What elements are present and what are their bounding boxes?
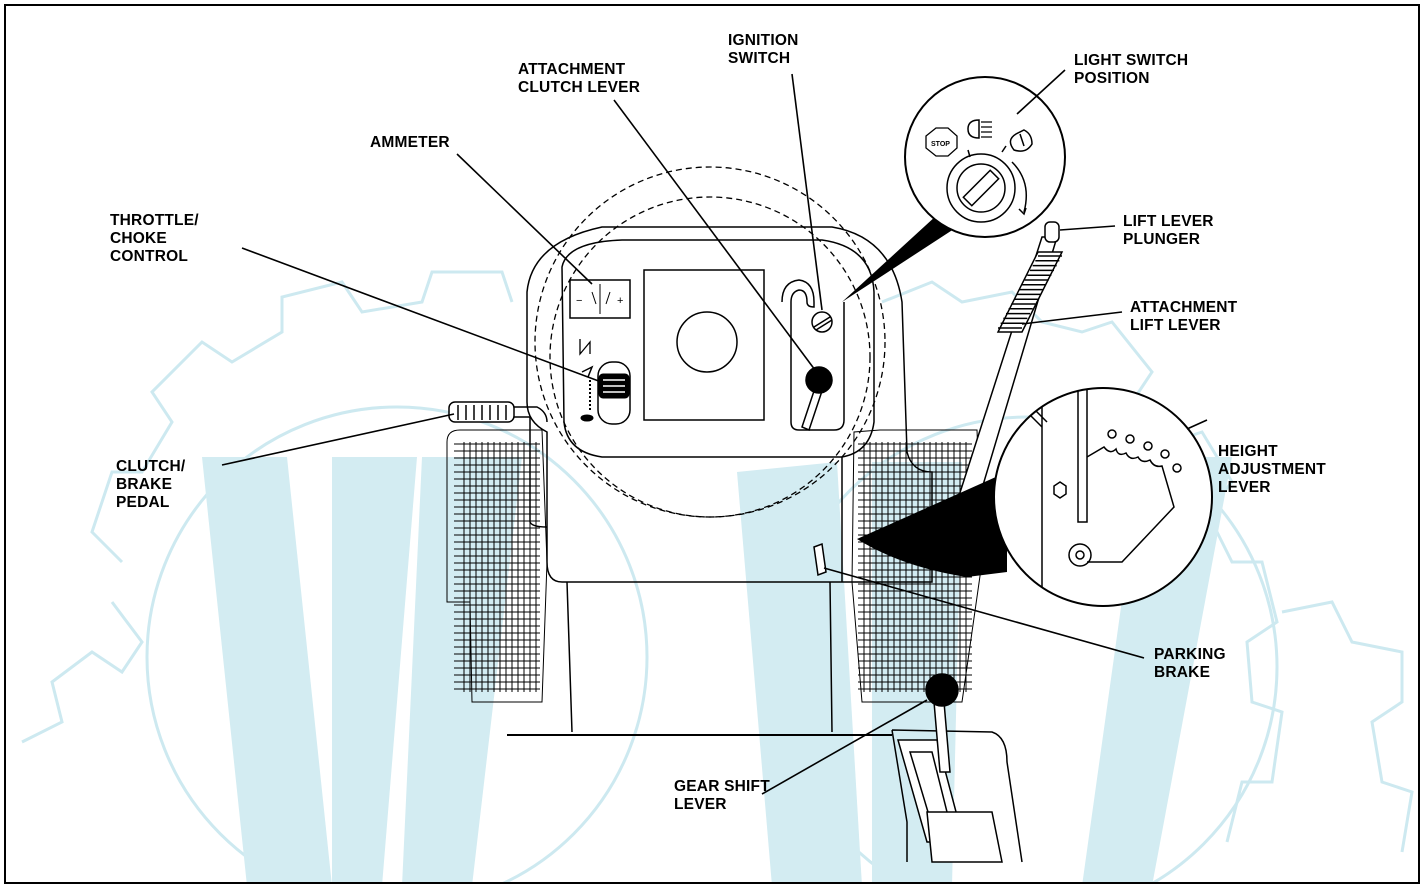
leader-lift-plunger [1059, 225, 1116, 231]
ammeter: − + [569, 279, 631, 319]
label-height-adjustment-lever-line-3: LEVER [1218, 479, 1271, 496]
hare-icon [581, 365, 594, 378]
label-lift-lever-plunger-line-1: LIFT LEVER [1123, 213, 1214, 230]
label-ignition-switch-line-2: SWITCH [728, 50, 791, 67]
label-clutch-brake-pedal-line-2: BRAKE [116, 476, 173, 493]
leader-ignition [791, 73, 823, 311]
label-ammeter-line-1: AMMETER [370, 134, 450, 151]
throttle-choke-control [579, 339, 631, 425]
light-switch-magnifier: STOP [842, 76, 1066, 302]
tractor-body [507, 226, 1023, 863]
ammeter-plus: + [617, 295, 623, 307]
label-gear-shift-lever-line-1: GEAR SHIFT [674, 778, 770, 795]
label-throttle-choke-control-line-3: CONTROL [110, 248, 189, 265]
label-light-switch-position-line-1: LIGHT SWITCH [1074, 52, 1189, 69]
label-attachment-lift-lever-line-2: LIFT LEVER [1130, 317, 1221, 334]
diagram-frame: − + [4, 4, 1420, 884]
headlight-icon [967, 119, 980, 139]
left-footboard [446, 429, 548, 703]
gear-console [891, 729, 1023, 863]
leader-ammeter [456, 153, 593, 285]
clutch-brake-pedal [448, 401, 548, 528]
watermark-gear-left [90, 270, 514, 564]
label-light-switch-position-line-2: POSITION [1074, 70, 1150, 87]
leader-height-adjust [1186, 419, 1208, 430]
leader-parking-brake [823, 567, 1145, 659]
label-ignition-switch-line-1: IGNITION [728, 32, 799, 49]
leader-light-switch [1016, 69, 1066, 115]
ammeter-minus: − [576, 295, 582, 307]
stop-icon [925, 127, 958, 157]
attachment-lift-lever [899, 221, 1064, 555]
center-plate [643, 269, 765, 421]
label-attachment-clutch-lever: ATTACHMENT CLUTCH LEVER [518, 61, 640, 97]
gear-shift-lever [897, 673, 1003, 863]
label-gear-shift-lever-line-2: LEVER [674, 796, 727, 813]
leader-clutch-brake [221, 413, 455, 466]
watermark-gear-bottom-left [21, 601, 144, 744]
dash-outer [526, 226, 933, 583]
height-adjustment-magnifier [857, 387, 1213, 607]
engine-start-icon [1009, 129, 1033, 152]
label-parking-brake-line-1: PARKING [1154, 646, 1226, 663]
label-lift-lever-plunger: LIFT LEVER PLUNGER [1123, 213, 1214, 249]
label-parking-brake-line-2: BRAKE [1154, 664, 1211, 681]
label-height-adjustment-lever-line-2: ADJUSTMENT [1218, 461, 1326, 478]
leader-attachment-clutch [613, 99, 819, 375]
label-attachment-lift-lever-line-1: ATTACHMENT [1130, 299, 1238, 316]
leader-lines [221, 69, 1208, 795]
lift-lever-grip [996, 251, 1064, 333]
label-attachment-lift-lever: ATTACHMENT LIFT LEVER [1130, 299, 1237, 335]
lift-lever-plunger-tip [1044, 221, 1060, 243]
stop-icon-label: STOP [931, 141, 950, 148]
label-ignition-switch: IGNITION SWITCH [728, 32, 799, 68]
label-parking-brake: PARKING BRAKE [1154, 646, 1226, 682]
label-clutch-brake-pedal-line-3: PEDAL [116, 494, 170, 511]
label-clutch-brake-pedal: CLUTCH/ BRAKE PEDAL [116, 458, 185, 512]
label-height-adjustment-lever-line-1: HEIGHT [1218, 443, 1278, 460]
leader-throttle [241, 247, 605, 384]
leader-attachment-lift [1021, 311, 1123, 325]
attachment-clutch-lever-knob [805, 366, 833, 394]
leader-gear-shift [761, 699, 928, 795]
pedestal [566, 581, 833, 733]
label-attachment-clutch-lever-line-2: CLUTCH LEVER [518, 79, 641, 96]
ignition-slot [781, 279, 845, 432]
label-clutch-brake-pedal-line-1: CLUTCH/ [116, 458, 186, 475]
watermark-gear-far-right [1281, 600, 1414, 853]
label-light-switch-position: LIGHT SWITCH POSITION [1074, 52, 1188, 88]
dash-inner [561, 239, 875, 458]
turtle-icon [580, 414, 594, 422]
watermark-ring-left [145, 405, 649, 882]
choke-icon [579, 339, 591, 356]
label-throttle-choke-control: THROTTLE/ CHOKE CONTROL [110, 212, 199, 266]
label-height-adjustment-lever: HEIGHT ADJUSTMENT LEVER [1218, 443, 1326, 497]
label-throttle-choke-control-line-1: THROTTLE/ [110, 212, 199, 229]
tractor-controls-diagram: − + [21, 69, 1414, 882]
label-ammeter: AMMETER [370, 134, 450, 152]
label-throttle-choke-control-line-2: CHOKE [110, 230, 167, 247]
label-lift-lever-plunger-line-2: PLUNGER [1123, 231, 1201, 248]
gear-shift-knob [925, 673, 959, 707]
label-attachment-clutch-lever-line-1: ATTACHMENT [518, 61, 626, 78]
parking-brake [813, 542, 827, 577]
dashed-circles [534, 166, 886, 518]
label-gear-shift-lever: GEAR SHIFT LEVER [674, 778, 770, 814]
